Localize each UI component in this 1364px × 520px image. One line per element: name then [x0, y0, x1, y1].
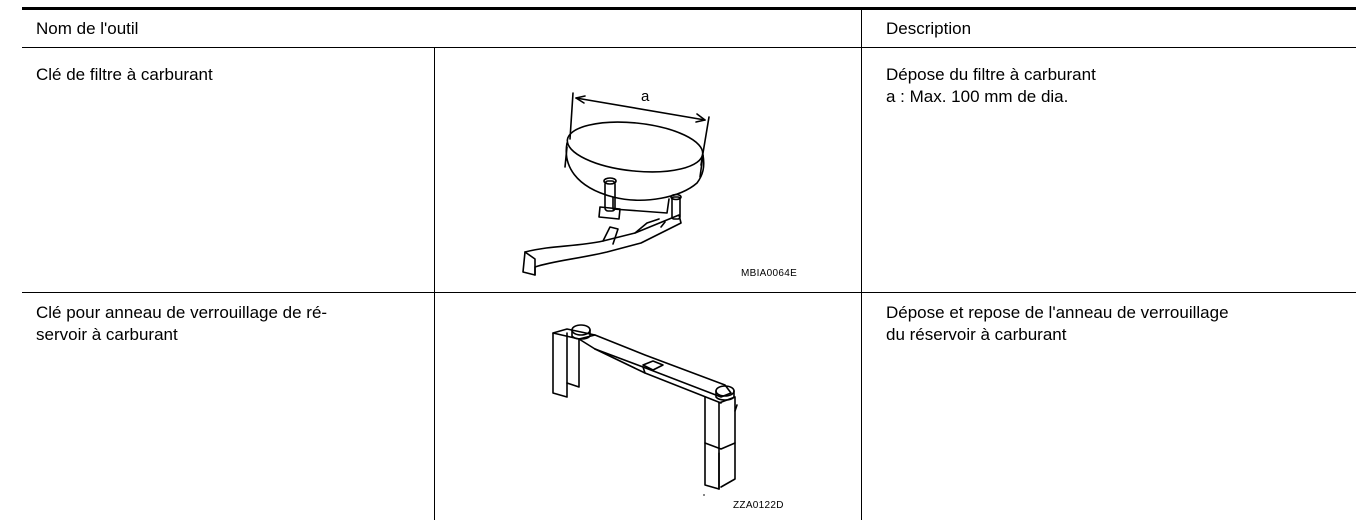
header-tool-name: Nom de l'outil — [36, 19, 139, 38]
header-description: Description — [886, 19, 972, 38]
column-divider — [434, 47, 435, 520]
figure-code: MBIA0064E — [741, 268, 798, 279]
description-line: Dépose et repose de l'anneau de verrouil… — [886, 303, 1229, 322]
table-row: Clé pour anneau de verrouillage de ré- s… — [22, 293, 1356, 520]
figure-code: ZZA0122D — [733, 500, 784, 511]
table-row: Clé de filtre à carburant — [22, 47, 1356, 293]
column-divider — [861, 10, 862, 520]
tool-name-line: Clé pour anneau de verrouillage de ré- — [36, 303, 328, 322]
tool-name-cell: Clé pour anneau de verrouillage de ré- s… — [36, 302, 416, 346]
description-cell: Dépose du filtre à carburant a : Max. 10… — [886, 64, 1346, 108]
table-header-row: Nom de l'outil Description — [22, 10, 1356, 48]
fuel-filter-wrench-drawing: a — [522, 88, 710, 276]
tool-name-cell: Clé de filtre à carburant — [36, 65, 213, 84]
description-cell: Dépose et repose de l'anneau de verrouil… — [886, 302, 1346, 346]
dimension-label: a — [641, 88, 650, 105]
stray-dot — [703, 494, 705, 496]
description-line: du réservoir à carburant — [886, 325, 1067, 344]
fuel-filter-wrench-figure: a MBIA0064E — [435, 47, 861, 292]
tool-table: Nom de l'outil Description Clé de filtre… — [22, 7, 1356, 520]
description-line: a : Max. 100 mm de dia. — [886, 87, 1069, 106]
description-line: Dépose du filtre à carburant — [886, 65, 1096, 84]
lock-ring-wrench-drawing — [552, 324, 738, 490]
lock-ring-wrench-figure: ZZA0122D — [435, 293, 861, 520]
tool-name-line: servoir à carburant — [36, 325, 178, 344]
